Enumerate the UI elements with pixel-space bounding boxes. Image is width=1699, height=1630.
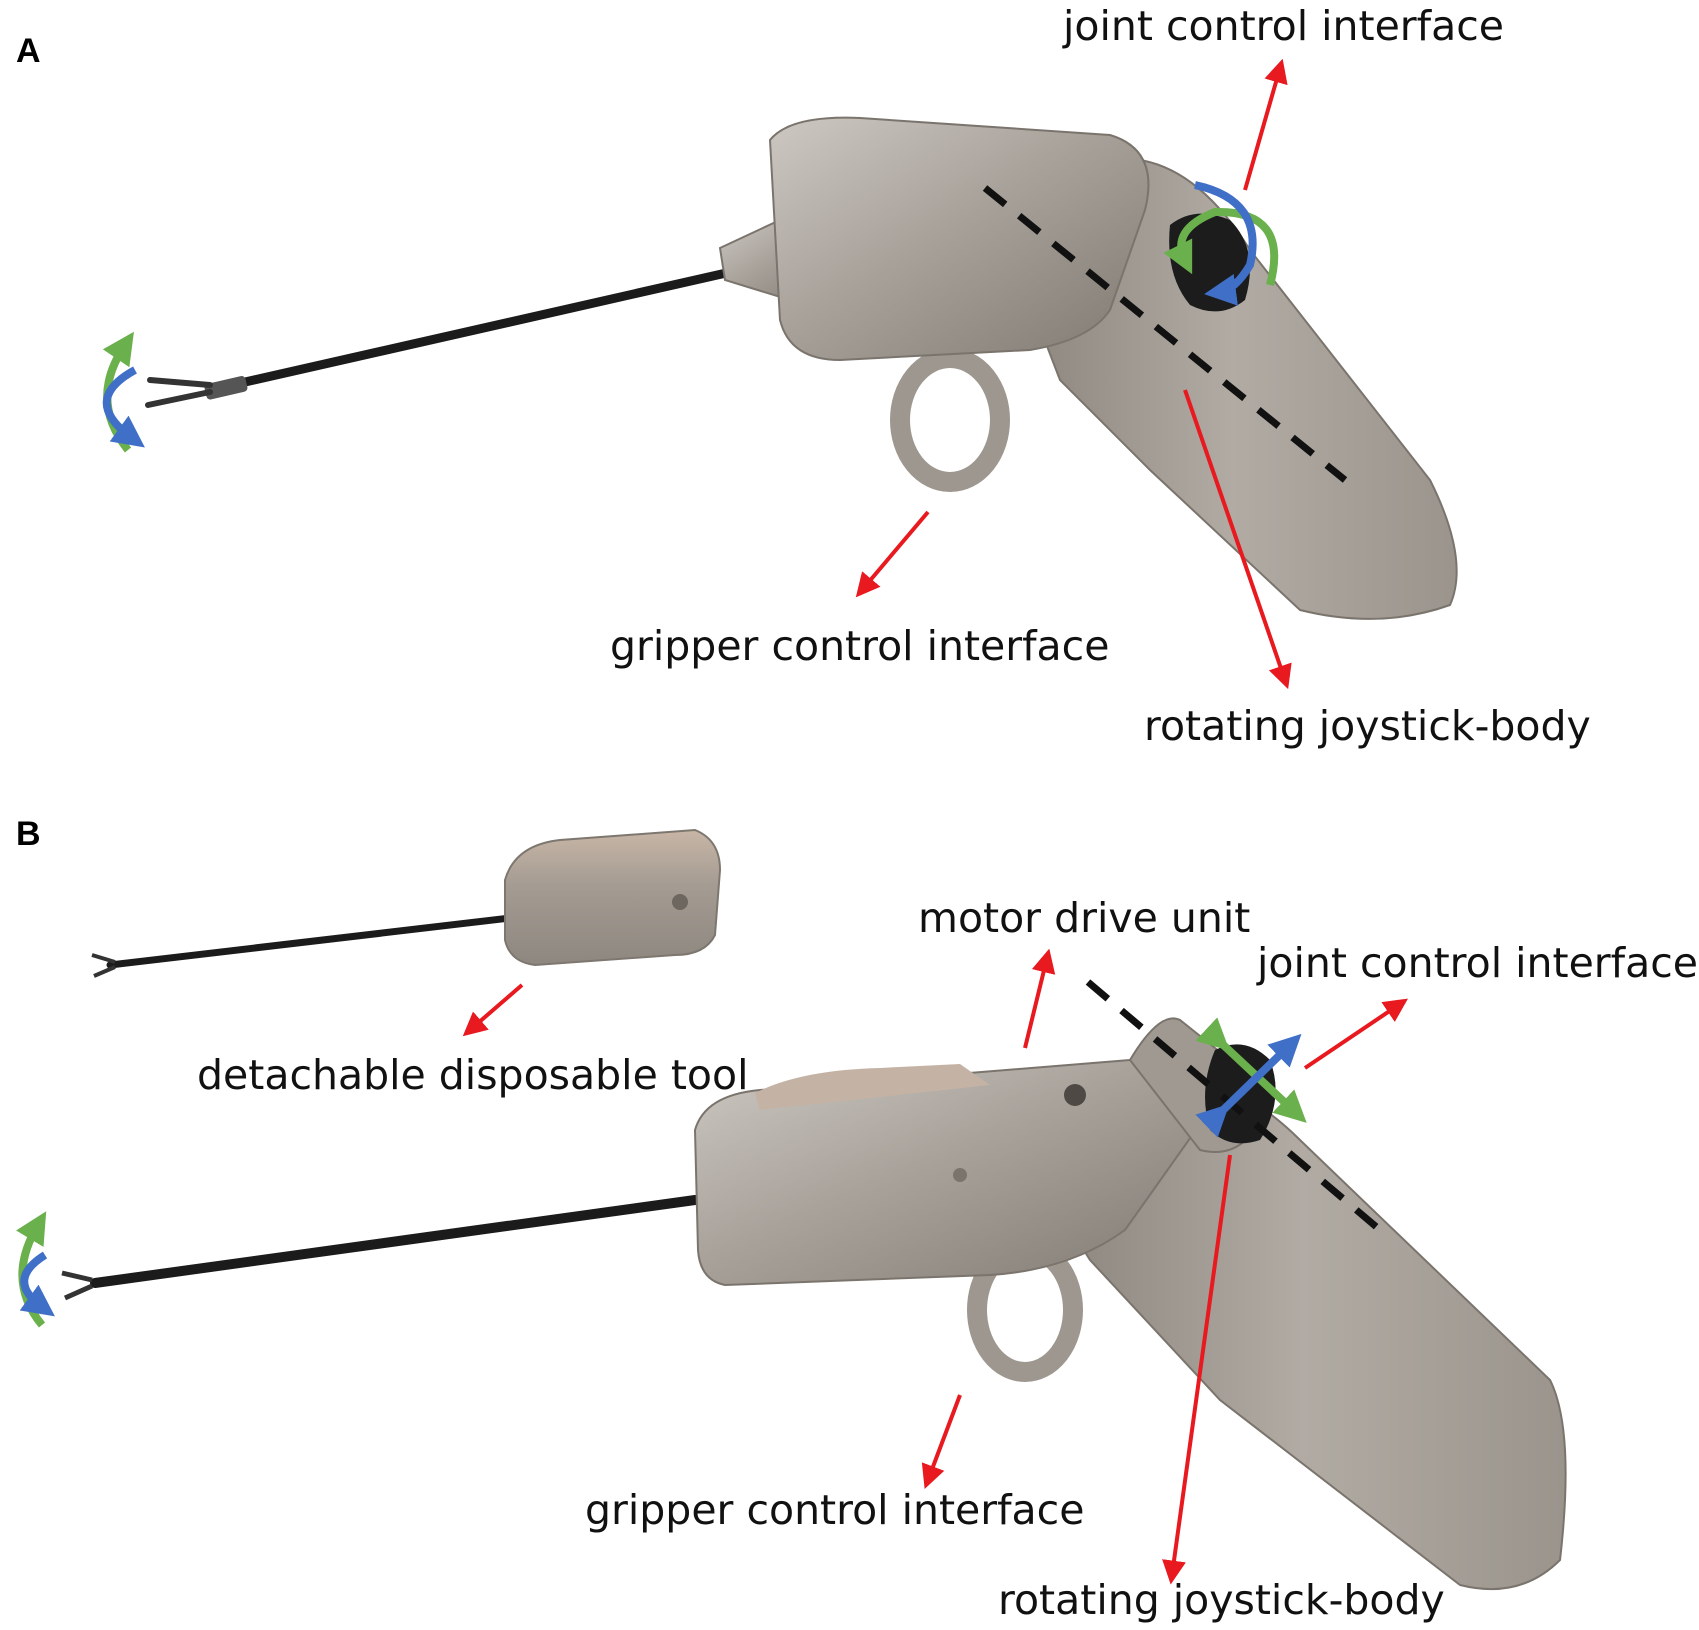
rotation-axis-a	[982, 185, 1348, 483]
tool-tip-a	[204, 376, 248, 400]
detached-tool-housing	[504, 828, 722, 967]
panel-a-illustration	[145, 116, 1458, 620]
label-detachable-tool-b: detachable disposable tool	[197, 1051, 749, 1099]
dof-arrows-tip-a	[102, 331, 145, 453]
tool-housing-top-b	[755, 1064, 990, 1110]
detached-tool-port	[672, 894, 688, 910]
label-gripper-control-b: gripper control interface	[585, 1486, 1085, 1534]
body-hole-b	[1064, 1084, 1086, 1106]
label-joint-control-a: joint control interface	[1063, 2, 1504, 50]
label-gripper-control-a: gripper control interface	[610, 622, 1110, 670]
detached-tool-jaws	[91, 953, 116, 978]
gripper-jaws-a	[145, 377, 213, 408]
dof-arrows-tip-b	[16, 1211, 55, 1328]
instrument-shaft-b	[90, 1195, 700, 1288]
gripper-ring-a	[890, 348, 1010, 492]
gripper-jaws-b	[61, 1270, 94, 1301]
detached-tool-shaft	[106, 914, 514, 969]
label-rotating-body-a: rotating joystick-body	[1144, 702, 1591, 750]
instrument-shaft-a	[205, 266, 740, 395]
callout-arrows-b	[462, 948, 1408, 1585]
dof-arrows-joystick-b	[1195, 1017, 1307, 1138]
motor-housing-a	[768, 116, 1150, 362]
detachable-tool-illustration	[91, 828, 722, 978]
dof-arrows-joystick-a	[1163, 181, 1279, 306]
callout-arrows-a	[855, 58, 1292, 690]
panel-label-a: A	[16, 32, 41, 70]
label-joint-control-b: joint control interface	[1257, 939, 1698, 987]
panel-label-b: B	[16, 815, 41, 853]
body-screw-b	[953, 1168, 967, 1182]
label-motor-drive-b: motor drive unit	[918, 894, 1251, 942]
motor-housing-b	[693, 1057, 1212, 1287]
label-rotating-body-b: rotating joystick-body	[998, 1576, 1445, 1624]
